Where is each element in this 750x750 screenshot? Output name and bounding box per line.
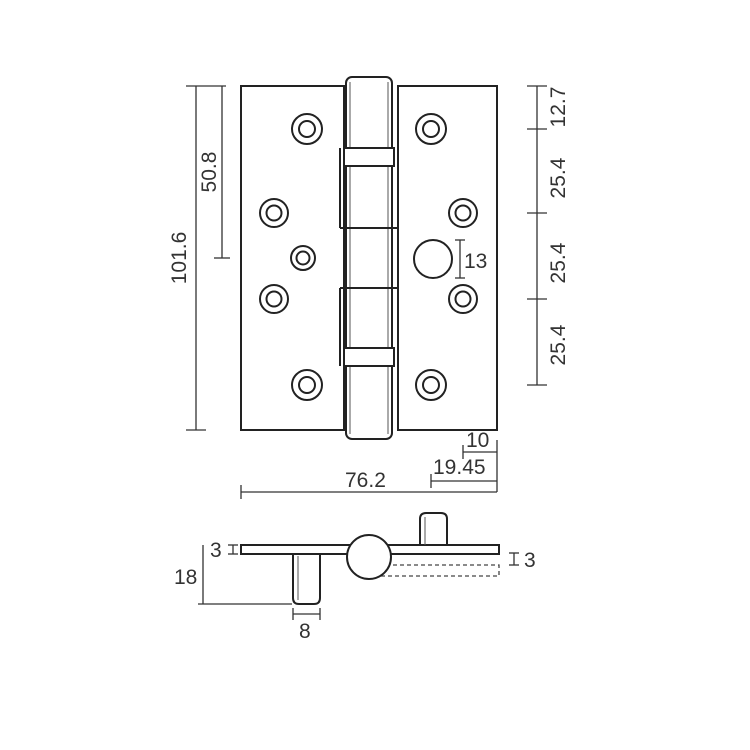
- label-pin-hole-diameter: 13: [464, 250, 487, 273]
- screw-hole: [448, 198, 478, 228]
- pin-hole: [413, 239, 453, 279]
- label-overall-width: 76.2: [345, 469, 386, 492]
- screw-hole: [415, 113, 447, 145]
- dim-pin-length: 18: [174, 545, 292, 605]
- screw-hole: [259, 284, 289, 314]
- label-leaf-thickness-right: 3: [524, 549, 536, 572]
- front-view: [240, 76, 498, 440]
- label-leaf-thickness-left: 3: [210, 539, 222, 562]
- dim-hole-offset-1945: 19.45: [430, 456, 497, 488]
- dim-overall-height: 101.6: [168, 85, 226, 431]
- dim-leaf-thickness-left: 3: [210, 539, 238, 562]
- label-pin-length: 18: [174, 566, 197, 589]
- barrel-section: [346, 534, 392, 580]
- left-leaf-profile: [240, 544, 366, 555]
- knuckle-segment: [343, 347, 395, 367]
- label-hole-pitch-2: 25.4: [547, 242, 570, 283]
- screw-hole: [259, 198, 289, 228]
- label-edge-to-first-hole: 12.7: [547, 87, 570, 128]
- dim-overall-width: 76.2: [240, 469, 497, 499]
- dim-leaf-thickness-right: 3: [509, 549, 536, 572]
- label-hole-pitch-3: 25.4: [547, 324, 570, 365]
- left-leaf: [240, 85, 345, 431]
- screw-hole: [448, 284, 478, 314]
- dim-hole-offset-10: 10: [462, 429, 498, 492]
- knuckle-segment: [343, 147, 395, 167]
- label-overall-height: 101.6: [168, 232, 191, 285]
- dim-pin-hole-diameter: 13: [455, 239, 487, 279]
- leaf-alternate-position: [371, 564, 500, 577]
- side-view: [240, 512, 500, 605]
- screw-hole: [291, 113, 323, 145]
- knuckle-barrel: [339, 76, 399, 440]
- label-hole-offset-1945: 19.45: [433, 456, 486, 479]
- dim-right-chain: 12.7 25.4 25.4 25.4: [527, 85, 570, 386]
- security-pin-lower: [292, 553, 321, 605]
- label-hole-pitch-1: 25.4: [547, 157, 570, 198]
- screw-hole: [290, 245, 316, 271]
- screw-hole: [291, 369, 323, 401]
- screw-hole: [415, 369, 447, 401]
- label-half-height: 50.8: [198, 152, 221, 193]
- label-pin-diameter: 8: [299, 620, 311, 643]
- dim-pin-diameter: 8: [292, 608, 321, 643]
- dim-half-height: 50.8: [198, 86, 230, 259]
- label-hole-offset-10: 10: [466, 429, 489, 452]
- security-pin-upper: [419, 512, 448, 546]
